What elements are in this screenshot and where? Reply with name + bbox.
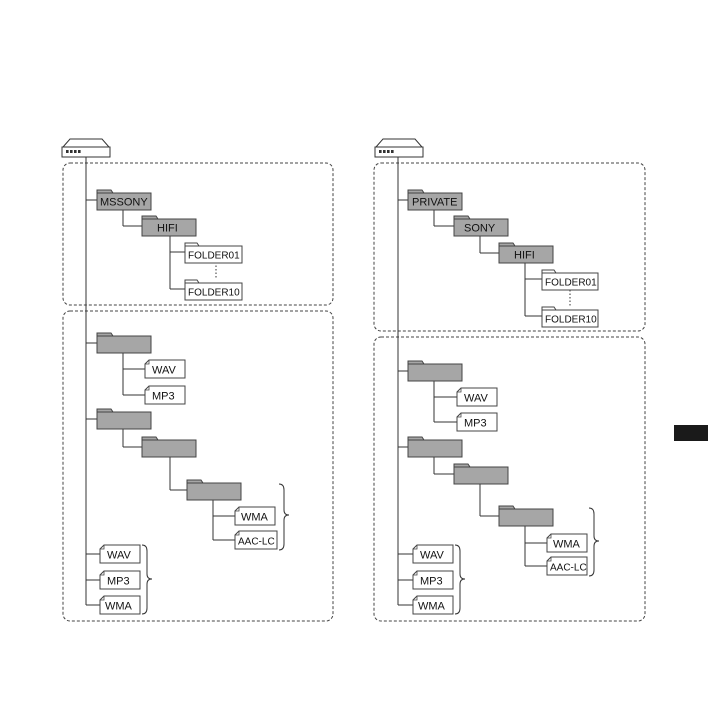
file-label: MP3 (152, 391, 175, 403)
file-label: AAC-LC (238, 537, 275, 548)
file-label: AAC-LC (550, 563, 587, 574)
file-icon[interactable]: AAC-LC (546, 556, 588, 576)
folder-icon[interactable]: FOLDER01 (184, 242, 243, 264)
file-label: MP3 (464, 418, 487, 430)
folder-icon[interactable] (96, 408, 152, 430)
folder-label: PRIVATE (412, 197, 457, 209)
folder-icon[interactable] (407, 436, 463, 458)
top-group-box (373, 162, 646, 332)
folder-label: HIFI (157, 223, 178, 235)
file-icon[interactable]: MP3 (412, 570, 454, 590)
file-label: WMA (105, 601, 133, 613)
file-icon[interactable]: WAV (99, 544, 141, 564)
file-label: WAV (464, 393, 488, 405)
file-icon[interactable]: WMA (234, 506, 276, 526)
folder-label: FOLDER01 (545, 278, 597, 289)
folder-label: FOLDER01 (188, 251, 240, 262)
right-brace-icon (141, 544, 153, 615)
right-diagram: PRIVATE SONY HIFI FOLDER01 FOLDER10 (373, 138, 646, 622)
right-brace-icon (454, 544, 466, 615)
folder-icon[interactable]: FOLDER10 (184, 279, 243, 301)
folder-icon[interactable] (498, 505, 554, 527)
file-label: MP3 (107, 576, 130, 588)
file-label: WMA (418, 601, 446, 613)
right-brace-icon (588, 507, 600, 577)
ellipsis-lines (169, 262, 217, 482)
file-label: MP3 (420, 576, 443, 588)
file-label: WMA (553, 539, 581, 551)
file-icon[interactable]: WMA (412, 595, 454, 615)
file-label: WAV (107, 550, 131, 562)
file-label: WAV (420, 550, 444, 562)
folder-icon[interactable]: PRIVATE (407, 189, 463, 211)
right-brace-icon (278, 483, 290, 551)
folder-label: SONY (464, 223, 496, 235)
file-icon[interactable]: MP3 (144, 385, 186, 405)
file-icon[interactable]: WMA (99, 595, 141, 615)
file-label: WAV (152, 365, 176, 377)
storage-drive-icon (374, 138, 424, 158)
folder-icon[interactable] (141, 436, 197, 458)
file-icon[interactable]: WAV (456, 387, 498, 407)
folder-label: FOLDER10 (545, 315, 597, 326)
file-icon[interactable]: WAV (412, 544, 454, 564)
folder-icon[interactable]: HIFI (141, 215, 197, 237)
file-icon[interactable]: MP3 (99, 570, 141, 590)
folder-label: FOLDER10 (188, 288, 240, 299)
file-icon[interactable]: WMA (546, 533, 588, 553)
tree-lines (397, 157, 547, 606)
folder-icon[interactable]: HIFI (498, 242, 554, 264)
ellipsis-lines (479, 290, 571, 508)
folder-label: HIFI (514, 250, 535, 262)
folder-icon[interactable]: MSSONY (96, 189, 152, 211)
folder-icon[interactable]: SONY (453, 215, 509, 237)
folder-icon[interactable] (186, 479, 242, 501)
top-group-box (62, 162, 334, 306)
storage-drive-icon (61, 138, 111, 158)
file-icon[interactable]: AAC-LC (234, 530, 278, 550)
file-icon[interactable]: WAV (144, 359, 186, 379)
bottom-group-box (62, 310, 334, 622)
left-diagram: MSSONY HIFI FOLDER01 FOLDER10 (61, 138, 334, 622)
file-icon[interactable]: MP3 (456, 412, 498, 432)
folder-icon[interactable]: FOLDER10 (541, 306, 599, 328)
file-label: WMA (241, 512, 269, 524)
folder-icon[interactable] (96, 332, 152, 354)
folder-icon[interactable] (407, 360, 463, 382)
tree-lines (85, 157, 235, 606)
folder-icon[interactable]: FOLDER01 (541, 269, 599, 291)
bottom-group-box (373, 336, 646, 622)
folder-icon[interactable] (453, 463, 509, 485)
folder-label: MSSONY (100, 197, 148, 209)
section-tab-marker (674, 425, 708, 441)
